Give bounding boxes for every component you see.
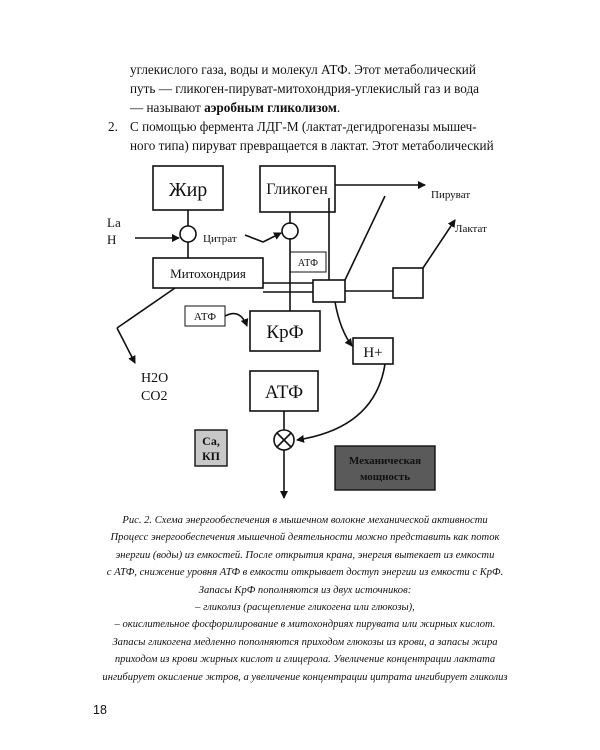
krf-box	[249, 310, 321, 352]
atf-small-label: АТФ	[194, 311, 216, 323]
caption-line: ингибирует окисление жтров, а увеличение…	[102, 671, 508, 683]
energy-supply-diagram: Жир Гликоген La H Цитрат Митохондрия АТФ…	[107, 165, 487, 499]
list-item-2: 2. С помощью фермента ЛДГ-М (лактат-дегид…	[108, 117, 528, 136]
caption-line: Запасы КрФ пополняются из двух источнико…	[198, 584, 412, 596]
citrate-label: Цитрат	[203, 233, 237, 245]
atf-top-label: АТФ	[298, 258, 318, 269]
caption-line: энергии (воды) из емкостей. После открыт…	[115, 549, 495, 561]
aerobic-glycolysis-term: аэробным гликолизом	[204, 100, 337, 115]
la-label: La	[107, 215, 121, 230]
mechanical-label-2: мощность	[360, 471, 410, 483]
caption-line: Процесс энергообеспечения мышечной деяте…	[110, 532, 500, 544]
ca-kp-box	[194, 429, 228, 467]
krf-label: КрФ	[266, 322, 303, 343]
hplus-label: Н+	[363, 345, 382, 361]
caption-line: – гликолиз (расщепление гликогена или гл…	[195, 602, 415, 614]
atf-main-label: АТФ	[265, 382, 303, 403]
co2-label: CO2	[141, 389, 167, 404]
lactate-box	[392, 267, 424, 299]
body-line-3-suffix: .	[336, 100, 341, 115]
h2o-label: H2O	[141, 371, 168, 386]
kp-label: КП	[202, 449, 221, 463]
lactate-label: Лактат	[455, 223, 487, 235]
glycogen-box	[259, 165, 336, 213]
caption-title: Рис. 2. Схема энергообеспечения в мышечн…	[122, 515, 488, 526]
pyruvate-label: Пируват	[431, 189, 470, 201]
fat-label: Жир	[169, 179, 208, 201]
caption-line: с АТФ, снижение уровня АТФ в емкости отк…	[106, 567, 504, 579]
caption-line: приходом из крови жирных кислот и глицер…	[114, 654, 496, 666]
figure-caption: Рис. 2. Схема энергообеспечения в мышечн…	[100, 512, 510, 686]
h-label: H	[107, 232, 116, 247]
body-line-2: путь — гликоген-пируват-митохондрия-угле…	[130, 81, 480, 96]
body-line-1: углекислого газа, воды и молекул АТФ. Эт…	[130, 62, 476, 77]
valve-icon	[273, 429, 295, 451]
hplus-box	[352, 337, 394, 365]
caption-line: – окислительное фосфорилирование в митох…	[114, 619, 496, 631]
glycogen-label: Гликоген	[266, 181, 328, 198]
junction-box	[312, 279, 346, 303]
body-line-3-prefix: — называют	[130, 100, 205, 115]
mitochondria-box	[152, 257, 264, 289]
caption-line: Запасы гликогена медленно пополняются пр…	[112, 636, 498, 648]
list-item-2-line-2: ного типа) пируват превращается в лактат…	[130, 138, 494, 153]
mitochondria-label: Митохондрия	[170, 266, 246, 281]
body-text: углекислого газа, воды и молекул АТФ. Эт…	[108, 60, 528, 155]
list-item-2-line-1: С помощью фермента ЛДГ-М (лактат-дегидро…	[130, 119, 477, 134]
list-number: 2.	[108, 119, 118, 134]
mechanical-label-1: Механическая	[349, 455, 421, 467]
body-line-3: — называют аэробным гликолизом.	[108, 98, 528, 117]
ca-label: Ca,	[202, 434, 220, 448]
mechanical-power-box	[334, 445, 436, 491]
page-number: 18	[93, 703, 107, 717]
